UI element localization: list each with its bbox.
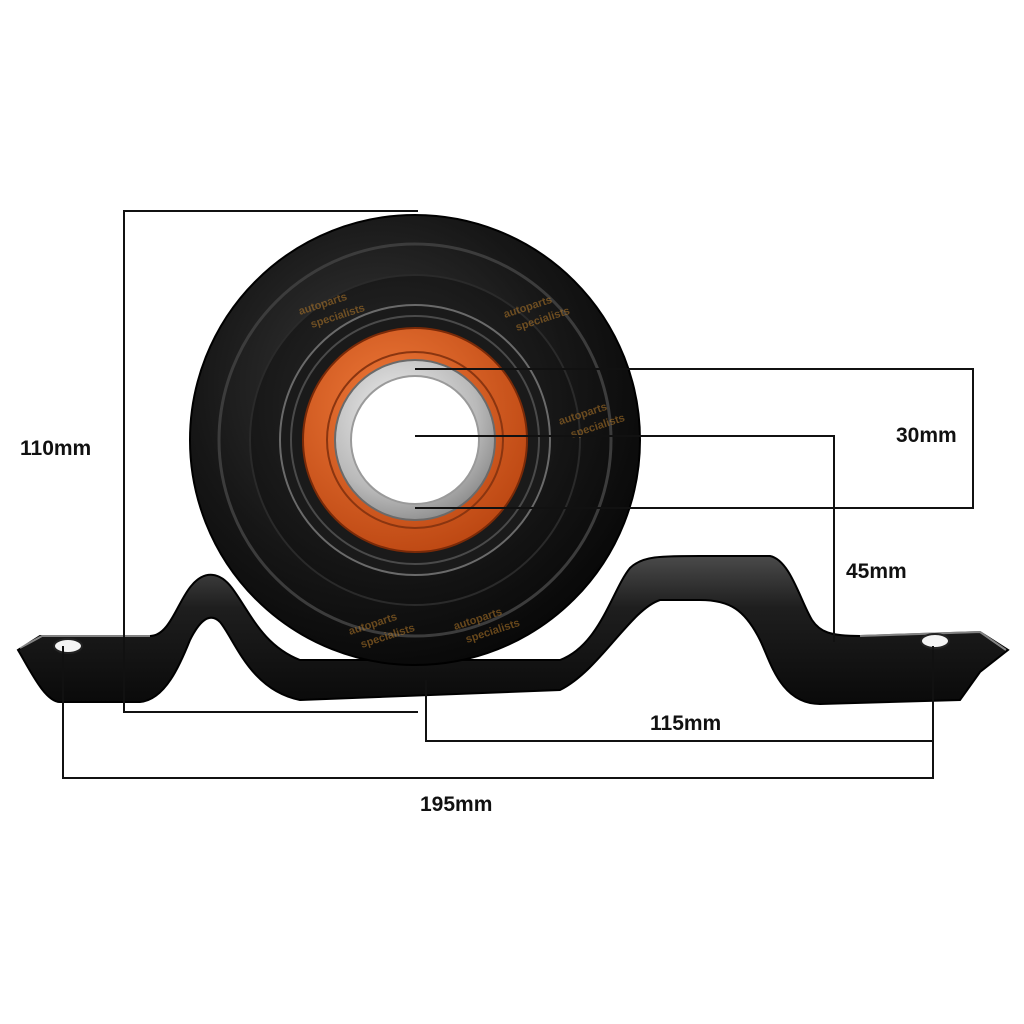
center-height-dimension-label: 45mm — [846, 560, 907, 583]
bearing-bore — [350, 375, 480, 505]
dimension-line-110mm — [123, 210, 418, 713]
dimension-line-115mm — [425, 646, 934, 742]
hole-to-hole-dimension-label: 195mm — [420, 793, 493, 816]
center-to-hole-dimension-label: 115mm — [650, 712, 722, 735]
mounting-bracket — [16, 555, 1010, 706]
left-mounting-hole — [53, 638, 83, 654]
bore-dimension-label: 30mm — [896, 424, 957, 447]
dimension-line-45mm — [415, 435, 835, 642]
dimension-line-30mm — [415, 368, 974, 509]
dimension-line-195mm — [62, 646, 934, 779]
height-dimension-label: 110mm — [20, 437, 92, 460]
dimension-lines — [62, 210, 974, 779]
right-mounting-hole — [920, 633, 950, 649]
bearing — [302, 327, 528, 553]
